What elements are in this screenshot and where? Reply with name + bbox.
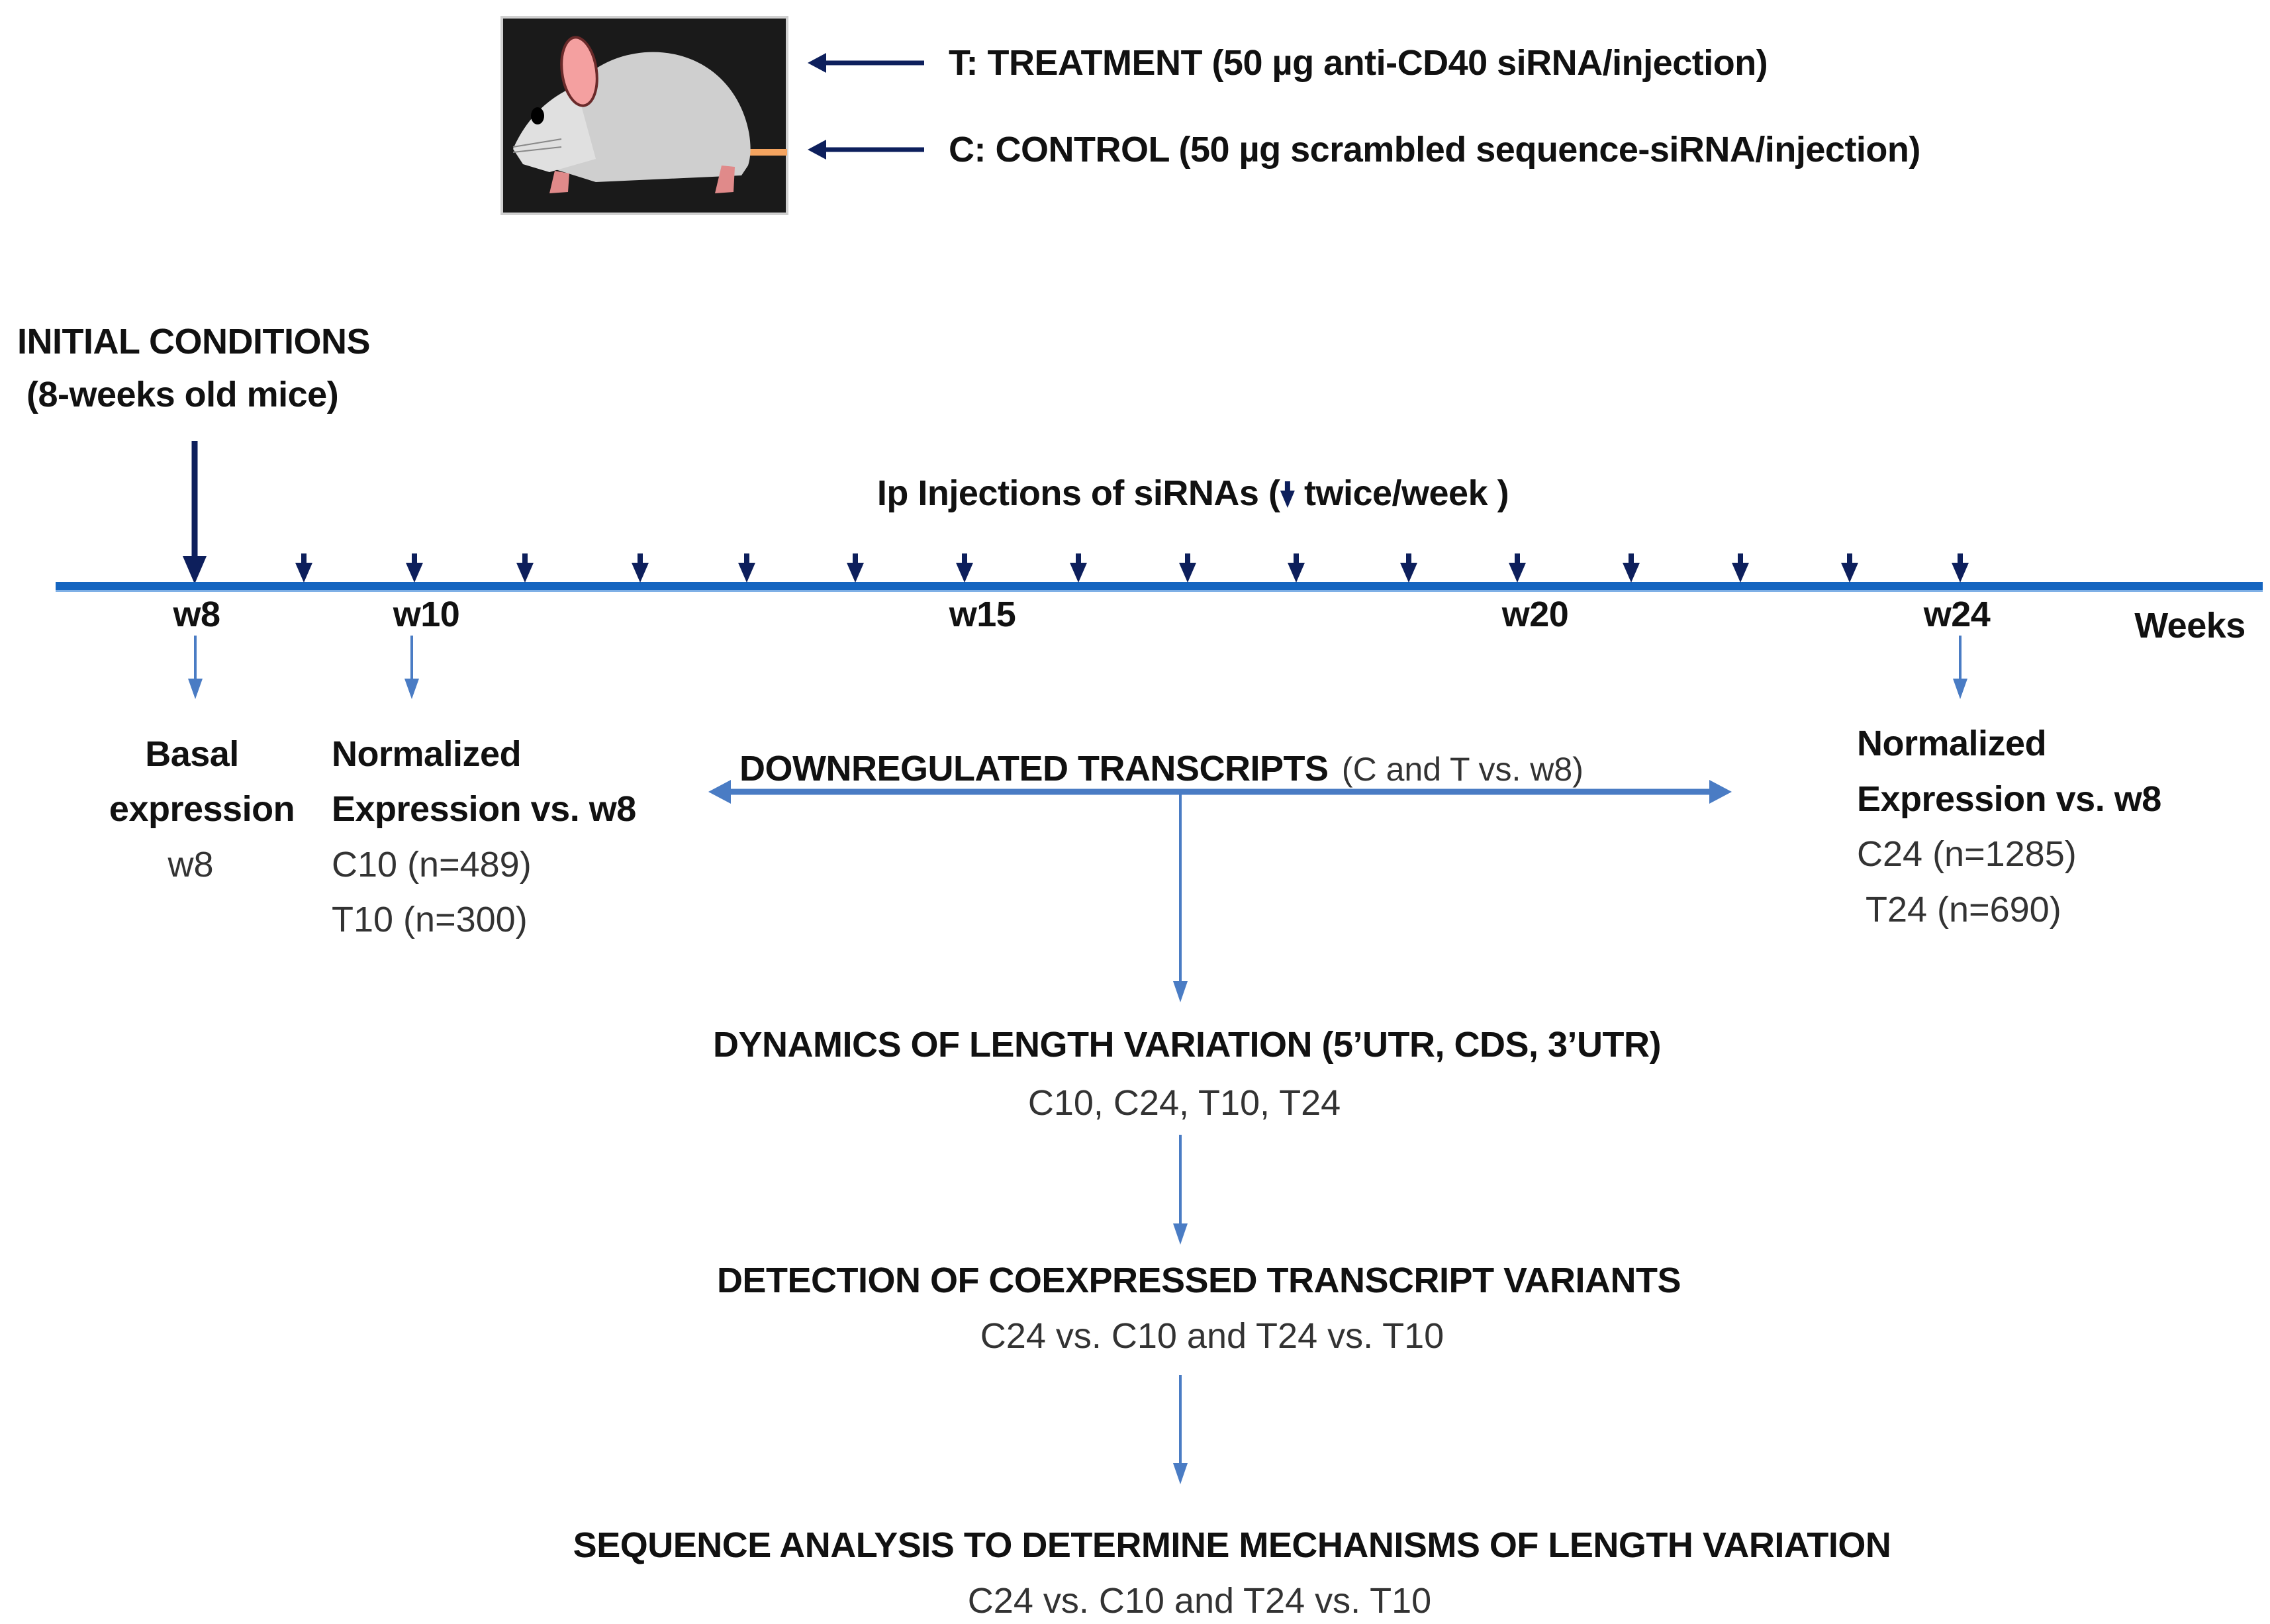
control-arrow-icon [808, 140, 924, 160]
initial-conditions-subtitle: (8-weeks old mice) [26, 375, 339, 414]
w24-normalized-line2: Expression vs. w8 [1857, 779, 2161, 819]
treatment-legend: T: TREATMENT (50 µg anti-CD40 siRNA/inje… [949, 43, 1768, 83]
w24-normalized-line1: Normalized [1857, 724, 2047, 763]
control-legend: C: CONTROL (50 µg scrambled sequence-siR… [949, 130, 1920, 169]
step-1-detail: C10, C24, T10, T24 [1027, 1083, 1341, 1123]
step-2-detail: C24 vs. C10 and T24 vs. T10 [980, 1316, 1444, 1356]
injection-arrow-icon [738, 553, 755, 583]
basal-line1: Basal [145, 734, 239, 774]
downregulated-detail: (C and T vs. w8) [1341, 751, 1584, 788]
week-label-w24: w24 [1923, 595, 1991, 634]
injections-label: Ip Injections of siRNAs ( twice/week ) [877, 473, 1509, 514]
w10-normalized-line1: Normalized [332, 734, 522, 774]
injection-arrow-icon [1952, 553, 1969, 583]
w24-down-arrow-icon [1953, 636, 1967, 699]
injection-arrow-icon [1288, 553, 1305, 583]
injection-arrow-icon [1841, 553, 1858, 583]
weeks-axis-label: Weeks [2134, 606, 2246, 645]
basal-value: w8 [167, 845, 214, 884]
treatment-arrow-icon [808, 53, 924, 73]
w24-c-count: C24 (n=1285) [1857, 834, 2077, 874]
initial-conditions-arrow-icon [183, 441, 207, 584]
downregulated-double-arrow-icon [708, 780, 1732, 804]
injection-arrow-icon [516, 553, 534, 583]
week-label-w15: w15 [949, 595, 1016, 634]
week-label-w10: w10 [393, 595, 460, 634]
injections-label-suffix: twice/week ) [1294, 473, 1509, 513]
step-1-title: DYNAMICS OF LENGTH VARIATION (5’UTR, CDS… [713, 1025, 1662, 1065]
injection-arrow-icon [847, 553, 864, 583]
injection-arrow-icon [406, 553, 423, 583]
basal-line2: expression [109, 789, 295, 829]
injection-arrow-icon [1400, 553, 1417, 583]
injection-arrow-icon [1509, 553, 1526, 583]
w10-down-arrow-icon [404, 636, 419, 699]
w24-t-count: T24 (n=690) [1866, 890, 2061, 930]
initial-conditions-title: INITIAL CONDITIONS [17, 322, 371, 361]
flow-arrow-1-icon [1173, 792, 1188, 1002]
downregulated-label: DOWNREGULATED TRANSCRIPTS (C and T vs. w… [739, 748, 1584, 789]
step-3-title: SEQUENCE ANALYSIS TO DETERMINE MECHANISM… [573, 1525, 1891, 1565]
w10-normalized-line2: Expression vs. w8 [332, 789, 636, 829]
injection-arrow-icon [956, 553, 973, 583]
w10-t-count: T10 (n=300) [332, 900, 528, 939]
w8-down-arrow-icon [188, 636, 203, 699]
step-2-title: DETECTION OF COEXPRESSED TRANSCRIPT VARI… [716, 1261, 1681, 1300]
injection-legend-arrow-icon [1280, 481, 1295, 508]
timeline-axis [56, 582, 2263, 591]
flow-arrow-2-icon [1173, 1135, 1188, 1245]
injection-arrows [295, 553, 1969, 583]
flow-arrow-3-icon [1173, 1375, 1188, 1484]
step-3-detail: C24 vs. C10 and T24 vs. T10 [967, 1581, 1432, 1621]
injections-label-prefix: Ip Injections of siRNAs ( [876, 473, 1280, 513]
injection-arrow-icon [1179, 553, 1196, 583]
w10-c-count: C10 (n=489) [332, 845, 532, 884]
downregulated-title: DOWNREGULATED TRANSCRIPTS [739, 749, 1329, 788]
injection-arrow-icon [1623, 553, 1640, 583]
week-label-w8: w8 [173, 595, 220, 634]
mouse-illustration [500, 16, 788, 215]
week-label-w20: w20 [1501, 595, 1569, 634]
injection-arrow-icon [1070, 553, 1087, 583]
injection-arrow-icon [632, 553, 649, 583]
injection-arrow-icon [1732, 553, 1749, 583]
injection-arrow-icon [295, 553, 312, 583]
